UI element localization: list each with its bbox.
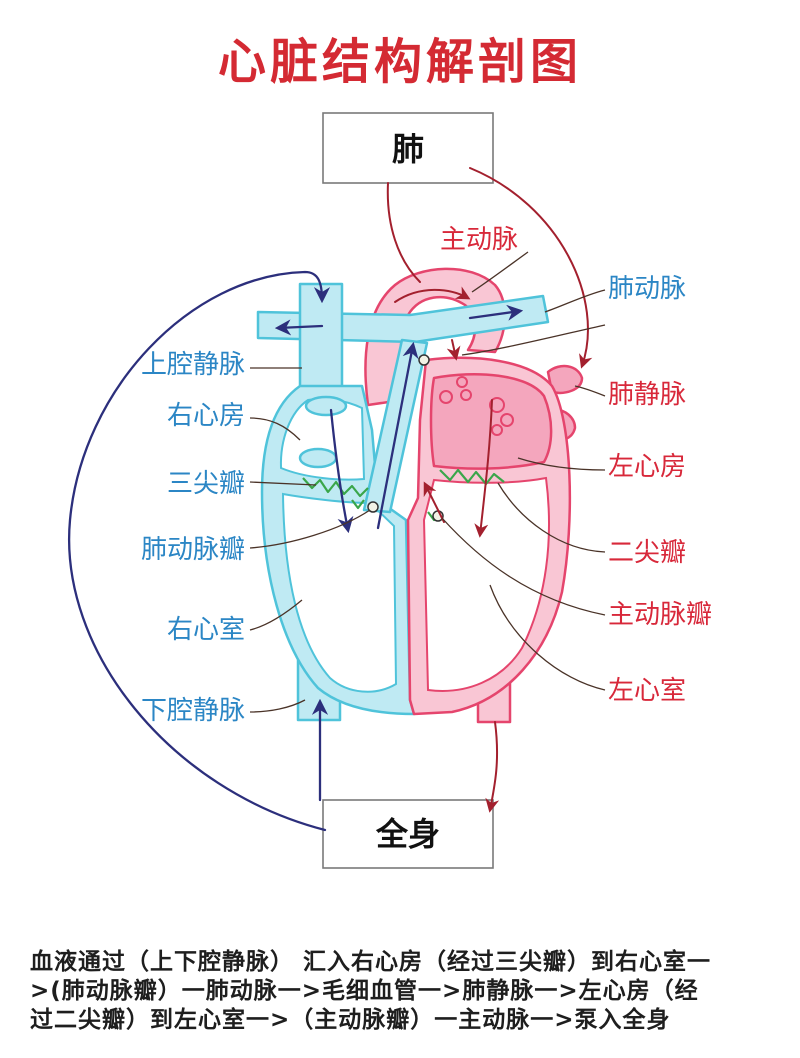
arrow-trunk-up: [376, 341, 419, 530]
label-inferior-vena-cava: 下腔静脉: [141, 696, 245, 726]
label-mitral-valve: 二尖瓣: [608, 538, 686, 568]
arrow-lung-to-pulmonary-vein: [469, 167, 593, 369]
label-right-ventricle: 右心室: [167, 615, 245, 645]
body-box-label: 全身: [375, 815, 440, 853]
line-lung-to-heart: [386, 182, 421, 283]
label-pulmonary-valve: 肺动脉瓣: [141, 535, 245, 565]
label-tricuspid-valve: 三尖瓣: [167, 469, 245, 499]
mitral-valve: [439, 468, 505, 486]
label-superior-vena-cava: 上腔静脉: [141, 350, 245, 380]
caption-line: >(肺动脉瓣）一肺动脉一>毛细血管一>肺静脉一>左心房（经: [30, 978, 699, 1004]
ivc-opening: [298, 447, 338, 469]
label-left-ventricle: 左心室: [608, 676, 686, 706]
pulmonary-valve-dot: [367, 501, 379, 513]
arrow-pa-left: [274, 319, 324, 336]
label-pulmonary-artery: 肺动脉: [608, 274, 686, 304]
arrow-aorta-down: [446, 339, 461, 361]
arrow-pa-right: [468, 304, 524, 321]
superior-vena-cava-tube: [298, 282, 344, 397]
caption-line: 血液通过（上下腔静脉） 汇入右心房（经过三尖瓣）到右心室一: [30, 949, 712, 975]
arrow-atrium-to-ventricle: [329, 408, 354, 534]
trunk-valve-dot: [418, 354, 430, 366]
body-box: 全身: [322, 799, 494, 869]
pulmonary-vein-openings: [439, 376, 514, 436]
pulmonary-valve-leaflet: [351, 499, 365, 510]
label-aortic-valve: 主动脉瓣: [608, 600, 712, 630]
label-right-atrium: 右心房: [167, 401, 245, 431]
arrow-body-to-svc: [67, 270, 331, 832]
arrow-aorta-to-body: [485, 721, 500, 813]
lung-box: 肺: [322, 112, 494, 184]
label-aorta: 主动脉: [440, 225, 518, 255]
svc-opening: [304, 395, 348, 417]
arrow-ventricle-to-aorta: [423, 481, 445, 523]
leader-lines: [249, 251, 606, 713]
arrow-aortic-arch: [394, 286, 471, 303]
arrow-left-atrium-to-ventricle: [474, 399, 493, 538]
label-pulmonary-vein: 肺静脉: [608, 380, 686, 410]
label-left-atrium: 左心房: [608, 452, 686, 482]
pulmonary-vein-upper: [546, 364, 584, 395]
caption-line: 过二尖瓣）到左心室一>（主动脉瓣）一主动脉一>泵入全身: [30, 1007, 671, 1033]
blood-flow-caption: 血液通过（上下腔静脉） 汇入右心房（经过三尖瓣）到右心室一 >(肺动脉瓣）一肺动…: [30, 948, 711, 1035]
right-ventricle-chamber: [281, 492, 398, 693]
page-title: 心脏结构解剖图: [218, 34, 582, 90]
lung-box-label: 肺: [392, 130, 424, 168]
